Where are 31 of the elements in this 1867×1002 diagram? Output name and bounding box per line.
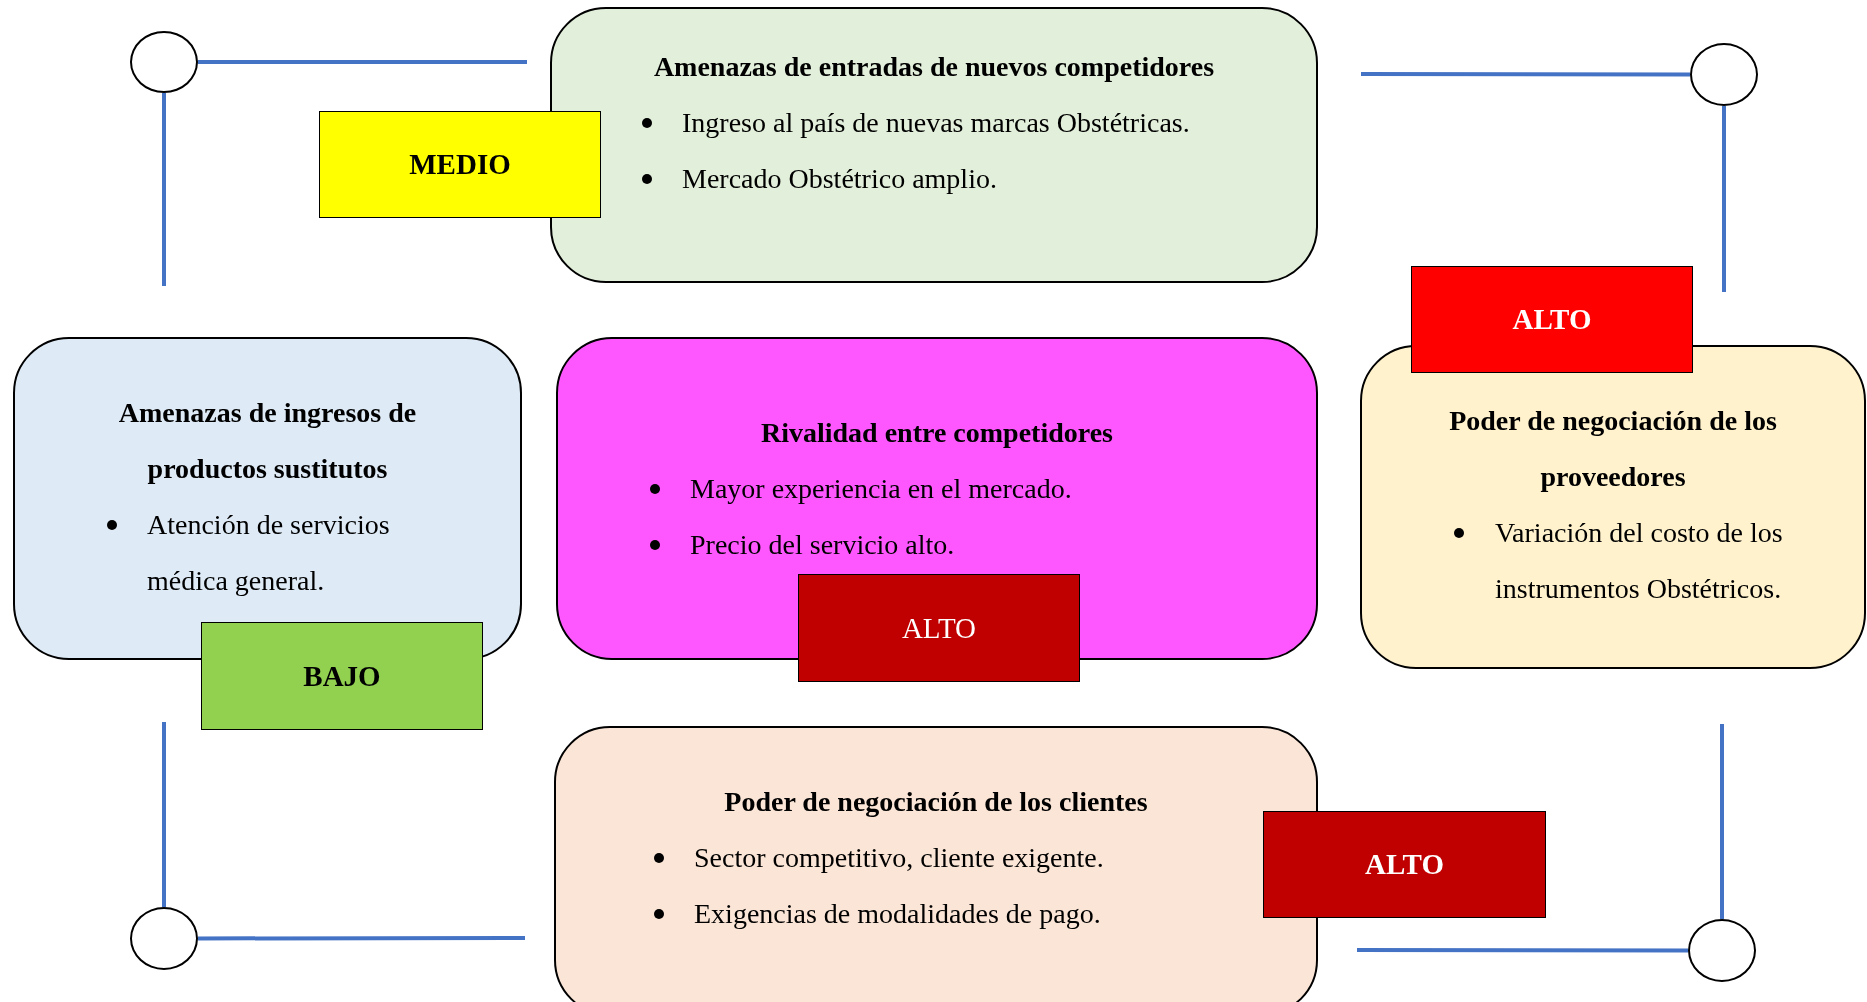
- force-box: [1360, 345, 1866, 669]
- box-heading: Amenazas de ingresos de productos sustitutos: [117, 396, 418, 486]
- rating-box: ALTO: [1263, 811, 1546, 918]
- connector-line: [1720, 724, 1724, 919]
- bullet-text: Mayor experiencia en el mercado.: [690, 472, 1073, 506]
- bullet-text: Sector competitivo, cliente exigente.: [694, 841, 1105, 875]
- connector-line: [162, 93, 166, 286]
- force-box: [550, 7, 1318, 283]
- connector-line: [198, 936, 525, 941]
- box-heading: Amenazas de entradas de nuevos competidores: [652, 50, 1216, 84]
- box-heading: Rivalidad entre competidores: [759, 416, 1115, 450]
- connector-line: [198, 60, 527, 64]
- force-box: [556, 337, 1318, 660]
- connector-line: [1361, 72, 1690, 77]
- box-heading: Poder de negociación de los clientes: [723, 785, 1149, 819]
- bullet-text: Atención de servicios médica general.: [147, 508, 391, 598]
- rating-box: ALTO: [1411, 266, 1693, 373]
- bullet-text: Precio del servicio alto.: [690, 528, 956, 562]
- bullet-text: Exigencias de modalidades de pago.: [694, 897, 1102, 931]
- connector-line: [1722, 106, 1726, 292]
- force-box: [554, 726, 1318, 1002]
- force-box: [13, 337, 522, 660]
- connector-line: [162, 722, 166, 907]
- rating-box: ALTO: [798, 574, 1080, 682]
- connector-line: [1357, 948, 1688, 953]
- bullet-text: Mercado Obstétrico amplio.: [682, 162, 998, 196]
- rating-box: BAJO: [201, 622, 483, 730]
- bullet-text: Variación del costo de los instrumentos Obstétricos.: [1495, 516, 1784, 606]
- bullet-text: Ingreso al país de nuevas marcas Obstétricas.: [682, 106, 1191, 140]
- rating-box: MEDIO: [319, 111, 601, 218]
- box-heading: Poder de negociación de los proveedores: [1448, 404, 1778, 494]
